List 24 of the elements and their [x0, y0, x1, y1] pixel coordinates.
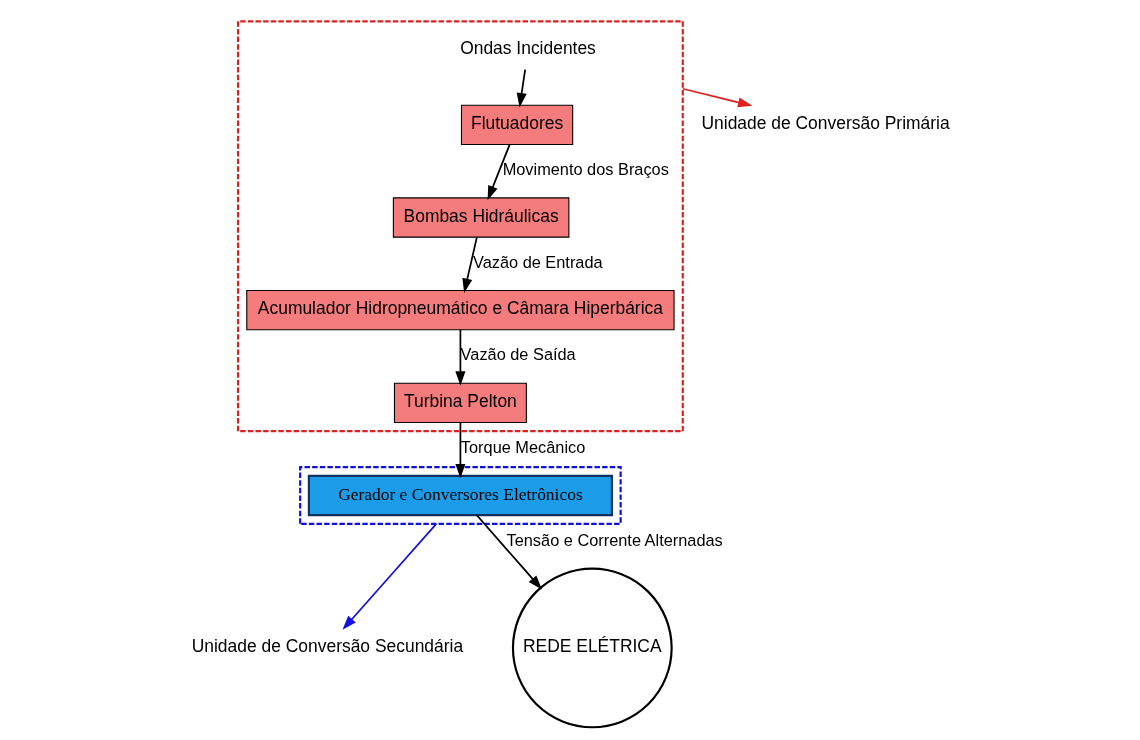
edge-label: Tensão e Corrente Alternadas: [506, 530, 723, 549]
cluster: [236, 20, 684, 433]
arrow: [516, 68, 527, 108]
arrow: [681, 87, 752, 108]
node-text: Ondas Incidentes: [459, 37, 596, 58]
arrow: [341, 522, 437, 630]
edge-label: Torque Mecânico: [460, 437, 585, 456]
node-box: Bombas Hidráulicas: [392, 197, 569, 238]
node-box: Flutuadores: [460, 104, 573, 146]
node-circle: REDE ELÉTRICA: [511, 567, 673, 729]
node-box: Turbina Pelton: [393, 382, 527, 423]
node-box: Acumulador Hidropneumático e Câmara Hiperbárica: [245, 290, 675, 331]
node-text: Unidade de Conversão Secundária: [191, 636, 463, 657]
node-text: Unidade de Conversão Primária: [701, 113, 950, 134]
edge-label: Movimento dos Braços: [502, 160, 669, 179]
arrow: [454, 421, 465, 479]
node-box: Gerador e Conversores Eletrônicos: [307, 474, 613, 517]
arrow: [454, 329, 465, 386]
edge-label: Vazão de Entrada: [472, 252, 603, 271]
edge-label: Vazão de Saída: [460, 345, 576, 364]
arrow: [487, 143, 510, 201]
arrow: [475, 514, 542, 590]
cluster: [298, 466, 622, 525]
arrow: [461, 236, 478, 293]
